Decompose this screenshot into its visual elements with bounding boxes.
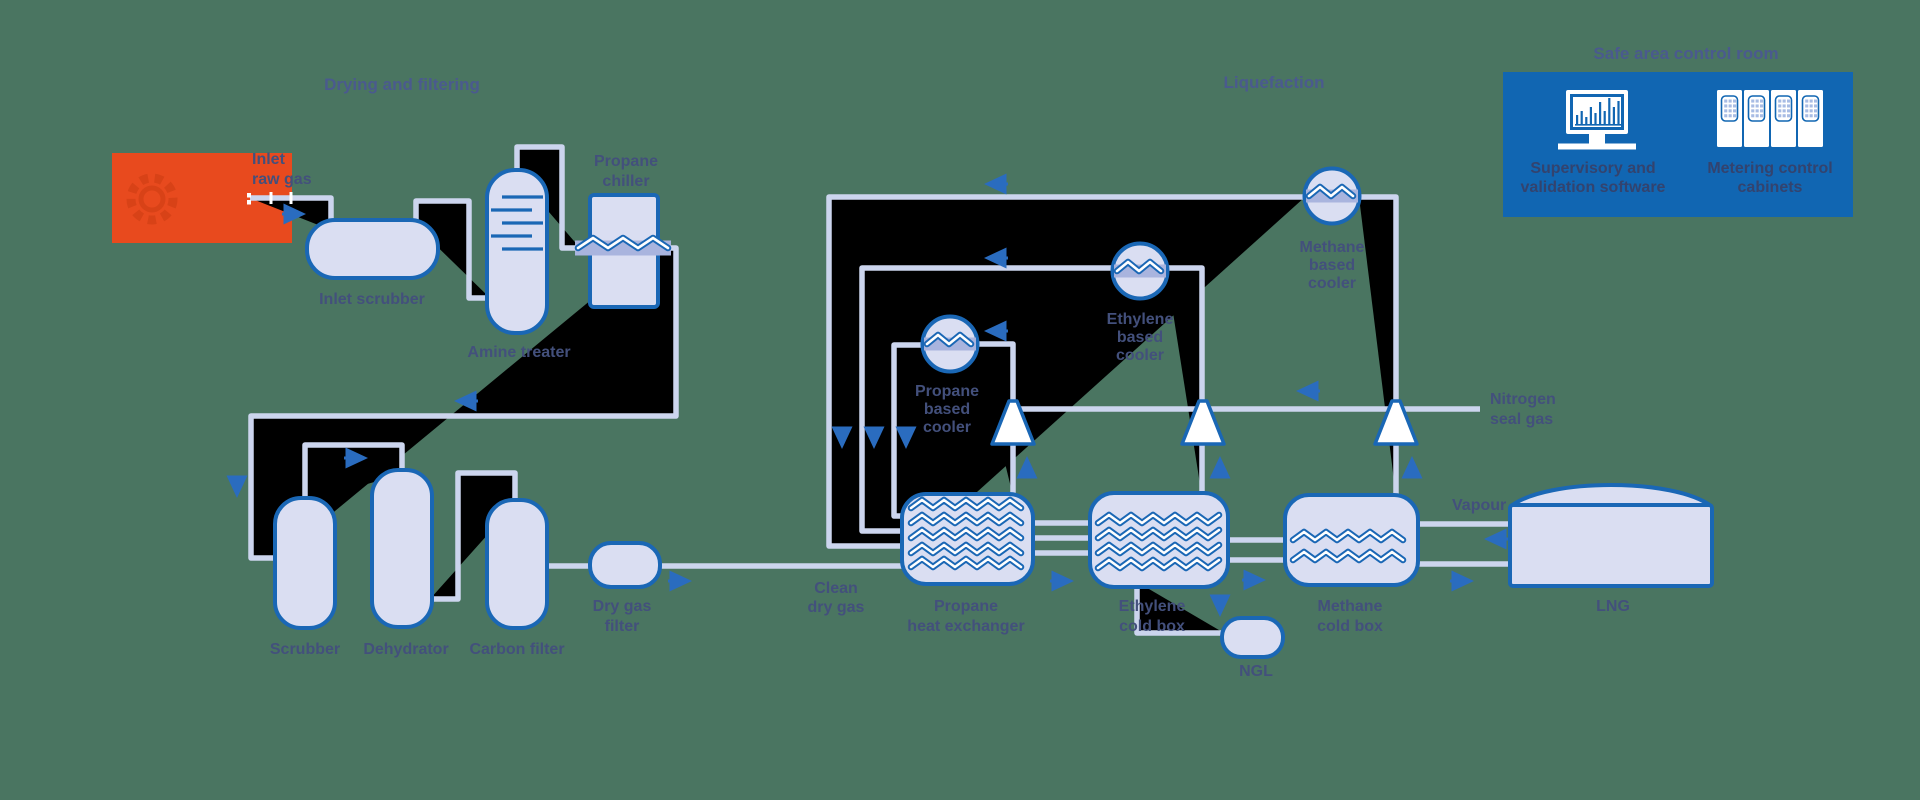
methane-valve-icon [1373,399,1419,446]
ethylene-cooler-label: cooler [1116,347,1164,364]
ethylene-cooler-label: Ethylene [1107,311,1174,328]
inlet-scrubber-vessel [305,218,440,280]
valves [990,399,1419,446]
inlet-raw-gas-label: Inlet [252,151,286,168]
section-title-control-room: Safe area control room [1593,44,1778,63]
clean-dry-gas-label: dry gas [808,599,865,616]
propane-heat-exchanger-label: Propane [934,598,998,615]
propane-cooler-label: cooler [923,419,971,436]
methane-cold-box-label: Methane [1318,598,1383,615]
nitrogen-seal-gas-label: seal gas [1490,411,1553,428]
amine-treater-label: Amine treater [467,344,570,361]
inlet-raw-gas-label: raw gas [252,171,312,188]
pipes [248,144,1512,636]
ethylene-cooler-label: based [1117,329,1163,346]
section-title-drying: Drying and filtering [324,75,480,94]
pipe-scrubber-to-amine [416,201,490,298]
carbon-filter-vessel [485,498,549,630]
inlet-scrubber-label: Inlet scrubber [319,291,425,308]
flow-arrows [226,173,1508,617]
methane-cold-box-label: cold box [1317,618,1383,635]
heat-exchanger-coils [907,496,1407,572]
server-cabinets-icon [1717,90,1823,147]
dehydrator-vessel [370,468,434,629]
scrubber-label: Scrubber [270,641,340,658]
ngl-vessel [1220,616,1285,659]
pipe-ngl-fill [1134,582,1224,636]
dry-gas-filter-vessel [588,541,662,589]
ethylene-cold-box-label: cold box [1119,618,1185,635]
supervisory-label: validation software [1521,179,1666,196]
pipe-scrubber-to-amine-fill [413,198,490,301]
inlet-flange-marks [247,192,293,205]
nitrogen-seal-gas-label: Nitrogen [1490,391,1556,408]
methane-cooler-label: based [1309,257,1355,274]
carbon-filter-label: Carbon filter [469,641,564,658]
vapour-label: Vapour [1452,497,1506,514]
metering-label: cabinets [1738,179,1803,196]
amine-treater-trays [491,195,543,251]
monitor-bar-chart-icon [1558,90,1636,150]
ethylene-cold-box-label: Ethylene [1119,598,1186,615]
dry-gas-filter-label: filter [605,618,640,635]
labels: Drying and filtering Liquefaction Safe a… [252,44,1833,680]
scrubber-vessel [273,496,337,630]
control-room [1503,72,1853,217]
pipes [250,147,1396,633]
section-title-liquefaction: Liquefaction [1223,73,1324,92]
dry-gas-filter-label: Dry gas [593,598,652,615]
pipe-methane-loop-left-fill [826,194,1305,549]
propane-cooler-label: based [924,401,970,418]
pipe-dehydrator-to-carbon-filter [430,473,515,599]
amine-treater-vessel [485,168,549,335]
ngl-label: NGL [1239,663,1273,680]
metering-label: Metering control [1707,160,1832,177]
methane-cooler-label: cooler [1308,275,1356,292]
pipe-scrubber-to-dehydrator-fill [302,442,405,502]
clean-dry-gas-label: Clean [814,580,858,597]
pipe-scrubber-to-dehydrator [305,445,402,502]
pipe-methane-loop-right-fill [1359,194,1399,497]
ethylene-valve-icon [1180,399,1226,446]
propane-chiller-label: Propane [594,153,658,170]
methane-cooler-label: Methane [1300,239,1365,256]
propane-cooler-label: Propane [915,383,979,400]
supervisory-label: Supervisory and [1530,160,1655,177]
methane-cold-box-vessel [1283,493,1420,587]
lng-tank-body [1508,503,1714,588]
cooler-zigzag-bands [574,183,1358,351]
propane-chiller-label: chiller [602,173,649,190]
propane-heat-exchanger-vessel [900,492,1035,586]
lng-label: LNG [1596,598,1630,615]
pipe-dehydrator-to-carbon-filter-fill [430,470,518,602]
pipe-amine-to-chiller-fill [514,144,580,251]
dehydrator-label: Dehydrator [363,641,448,658]
propane-valve-icon [990,399,1036,446]
propane-heat-exchanger-label: heat exchanger [907,618,1024,635]
pipe-propane-loop-right [976,344,1013,496]
gear-icon [126,173,178,225]
pipe-ngl [1137,582,1224,633]
pipe-chiller-return-fill [248,245,679,561]
